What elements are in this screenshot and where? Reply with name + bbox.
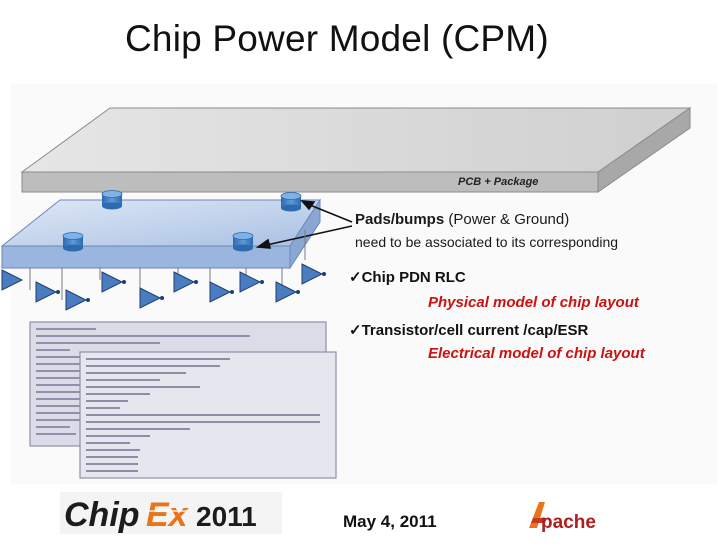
slide-title: Chip Power Model (CPM) bbox=[125, 18, 549, 59]
checkmark-icon: ✓ bbox=[349, 269, 362, 286]
list-item: ✓Chip PDN RLC bbox=[349, 268, 466, 286]
pointer-arrows bbox=[255, 200, 353, 249]
pcb-package-label: PCB + Package bbox=[458, 176, 539, 188]
bump-cylinder-icon bbox=[101, 190, 123, 210]
item-label: Chip PDN RLC bbox=[361, 269, 466, 286]
checkmark-icon: ✓ bbox=[349, 322, 362, 339]
model-file-front bbox=[79, 351, 337, 479]
driver-input-dots bbox=[56, 272, 326, 302]
pads-rest-label: (Power & Ground) bbox=[444, 211, 570, 228]
svg-text:Ex: Ex bbox=[146, 496, 190, 534]
pads-bold-label: Pads/bumps bbox=[355, 211, 445, 228]
svg-text:Chip: Chip bbox=[64, 496, 140, 534]
bump-cylinder-icon bbox=[232, 232, 254, 252]
pcb-package-board bbox=[20, 107, 692, 193]
driver-triangle-icon bbox=[1, 263, 324, 311]
slide-date: May 4, 2011 bbox=[343, 512, 437, 531]
svg-text:pache: pache bbox=[541, 512, 596, 533]
item-label: Transistor/cell current /cap/ESR bbox=[361, 322, 589, 339]
bump-cylinder-icon bbox=[280, 192, 302, 212]
chip-block bbox=[0, 198, 321, 270]
pads-association-note: need to be associated to its correspondi… bbox=[355, 234, 619, 250]
item-subtext: Electrical model of chip layout bbox=[428, 345, 645, 362]
svg-text:2011: 2011 bbox=[196, 501, 257, 532]
item-subtext: Physical model of chip layout bbox=[428, 294, 639, 311]
pads-description: Pads/bumps (Power & Ground) bbox=[355, 211, 569, 228]
chipex-logo: Chip Ex 2011 bbox=[60, 492, 282, 534]
apache-logo: pache bbox=[529, 502, 596, 533]
bump-cylinder-icon bbox=[62, 232, 84, 252]
list-item: ✓Transistor/cell current /cap/ESR bbox=[349, 321, 588, 339]
